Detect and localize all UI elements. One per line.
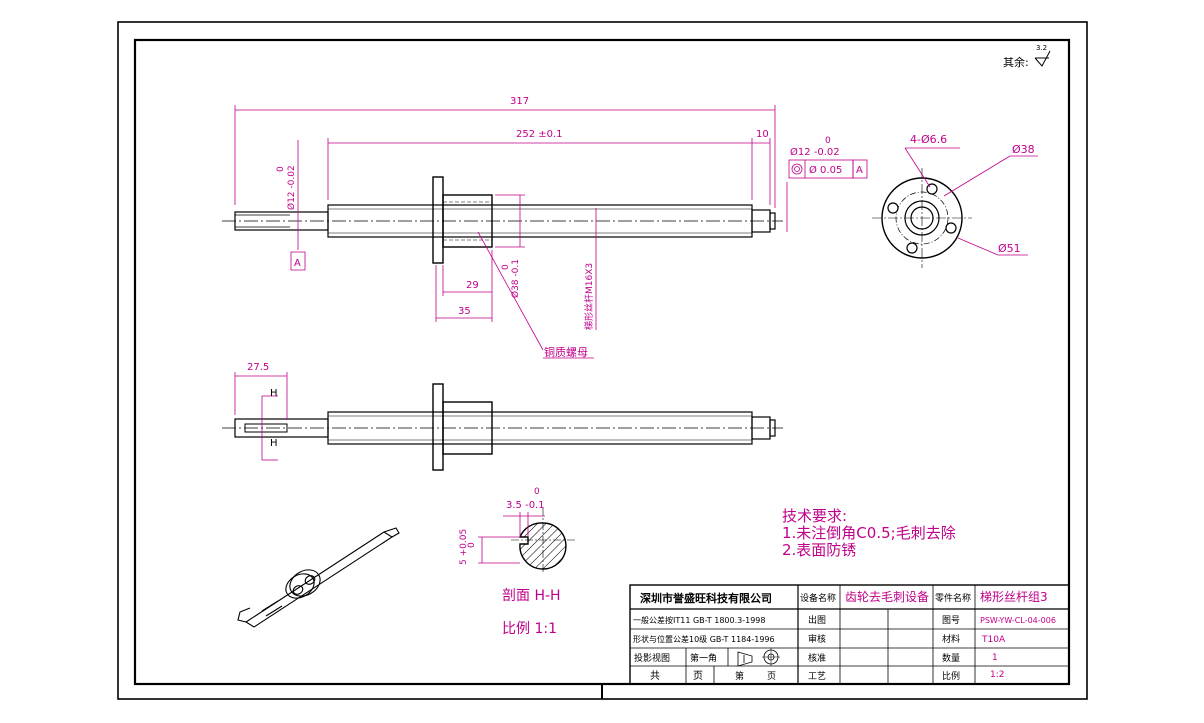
page-unit: 页 [767, 671, 776, 682]
dim-left-dia: Ø12 -0.02 [286, 165, 297, 210]
main-view-dimensions [234, 105, 868, 359]
total-pages-label: 共 [650, 670, 660, 682]
flange-dimensions [904, 147, 1038, 256]
equip-label: 设备名称 [800, 592, 836, 604]
qty-label: 数量 [942, 652, 960, 664]
dim-span: 252 ±0.1 [516, 129, 563, 140]
title-block-text: 深圳市誉盛旺科技有限公司 设备名称 齿轮去毛刺设备 零件名称 梯形丝杆组3 一般… [633, 590, 1056, 682]
material-value: T10A [981, 635, 1006, 645]
dim-nut-dia-upper: 0 [501, 264, 511, 270]
drawing-no-label: 图号 [942, 615, 960, 626]
main-view-dimension-text: 317 252 ±0.1 10 0 Ø12 -0.02 A 0 Ø12 -0.0… [276, 96, 863, 359]
notes-title: 技术要求: [782, 507, 847, 525]
scale-value: 1:2 [990, 670, 1004, 680]
approved-label: 核准 [808, 652, 826, 664]
roughness-label: 其余: [1003, 55, 1029, 69]
notes-line-2: 2.表面防锈 [782, 541, 856, 559]
projection-cone-icon [737, 651, 753, 667]
coaxiality-tolerance: Ø 0.05 [809, 164, 842, 176]
scale-label: 比例 [942, 670, 960, 682]
section-mark-top: H [270, 388, 278, 399]
process-label: 工艺 [808, 671, 826, 682]
checked-label: 审核 [808, 633, 826, 645]
material-label: 材料 [942, 633, 960, 645]
equip-value: 齿轮去毛刺设备 [845, 590, 929, 604]
dim-key-width: 3.5 -0.1 [506, 500, 545, 511]
nut-material: 铜质螺母 [544, 345, 588, 359]
part-label: 零件名称 [935, 592, 971, 604]
keyway-view [222, 383, 783, 471]
section-scale: 比例 1:1 [502, 621, 557, 637]
roughness-symbol-icon [1034, 50, 1051, 67]
section-mark-bottom: H [270, 438, 278, 449]
dim-nut-len2: 35 [458, 306, 471, 317]
flange-pcd-callout: Ø38 [1012, 143, 1035, 156]
dim-key-length: 27.5 [247, 362, 269, 373]
keyway-dimensions [234, 372, 288, 461]
projection-label: 投影视图 [634, 652, 670, 664]
qty-value: 1 [992, 653, 998, 663]
general-tolerance: 一般公差按IT11 GB-T 1800.3-1998 [633, 615, 765, 625]
dim-left-dia-upper: 0 [276, 166, 286, 172]
dim-end-length: 10 [756, 129, 769, 140]
drawing-no: PSW-YW-CL-04-006 [980, 616, 1056, 625]
flange-holes-callout: 4-Ø6.6 [910, 133, 947, 146]
title-block [629, 584, 1070, 685]
dim-key-width-upper: 0 [534, 487, 540, 497]
page-no-label: 第 [735, 670, 744, 682]
flange-end-view [872, 168, 972, 268]
dim-right-dia-upper: 0 [825, 136, 831, 146]
drawn-label: 出图 [808, 614, 826, 626]
projection-value: 第一角 [690, 652, 717, 664]
dim-overall: 317 [510, 96, 529, 107]
dim-nut-len1: 29 [466, 280, 479, 291]
dim-right-dia: Ø12 -0.02 [790, 146, 840, 158]
datum-ref: A [856, 165, 863, 176]
thread-callout: 梯形丝杆M16X3 [583, 263, 595, 330]
section-hh [511, 508, 575, 572]
total-pages-unit: 页 [693, 670, 703, 682]
flange-od-callout: Ø51 [998, 242, 1021, 255]
part-value: 梯形丝杆组3 [980, 590, 1048, 604]
form-tolerance: 形状与位置公差10级 GB-T 1184-1996 [633, 634, 775, 644]
datum-left: A [294, 258, 301, 269]
company-name: 深圳市誉盛旺科技有限公司 [640, 591, 772, 605]
dim-key-depth: 5 +0.05 [459, 529, 469, 565]
section-dimensions [478, 512, 545, 564]
notes-line-1: 1.未注倒角C0.5;毛刺去除 [782, 524, 956, 542]
dim-key-depth-upper: 0 [467, 542, 477, 548]
isometric-view [237, 527, 400, 628]
dim-nut-dia: Ø38 -0.1 [510, 259, 521, 298]
main-view [222, 176, 783, 264]
roughness-value: 3.2 [1036, 44, 1047, 52]
section-title: 剖面 H-H [502, 588, 561, 604]
projection-circle-icon [762, 648, 780, 666]
